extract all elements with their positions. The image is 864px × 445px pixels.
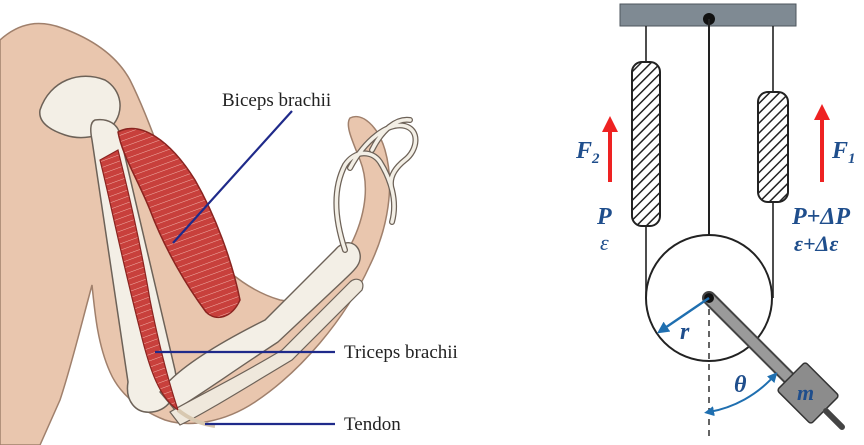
arm-illustration: Biceps brachii Triceps brachii Tendon: [0, 24, 458, 445]
label-right-strain: ε+Δε: [794, 231, 838, 256]
label-force-right: F1: [831, 138, 856, 167]
label-triceps-brachii: Triceps brachii: [344, 342, 458, 363]
left-spring: [632, 62, 660, 226]
label-left-pressure: P: [596, 204, 612, 230]
label-radius: r: [680, 319, 690, 345]
right-spring: [758, 92, 788, 202]
label-mass: m: [797, 380, 814, 405]
label-left-strain: ε: [600, 230, 609, 255]
label-theta: θ: [734, 372, 747, 398]
label-biceps-brachii: Biceps brachii: [222, 90, 331, 111]
mechanism-diagram: F2 F1 P ε P+ΔP ε+Δε r θ m: [575, 4, 856, 440]
label-force-left: F2: [575, 138, 600, 167]
label-tendon: Tendon: [344, 414, 401, 435]
pendulum-tip: [826, 411, 842, 427]
label-right-pressure: P+ΔP: [791, 204, 850, 230]
